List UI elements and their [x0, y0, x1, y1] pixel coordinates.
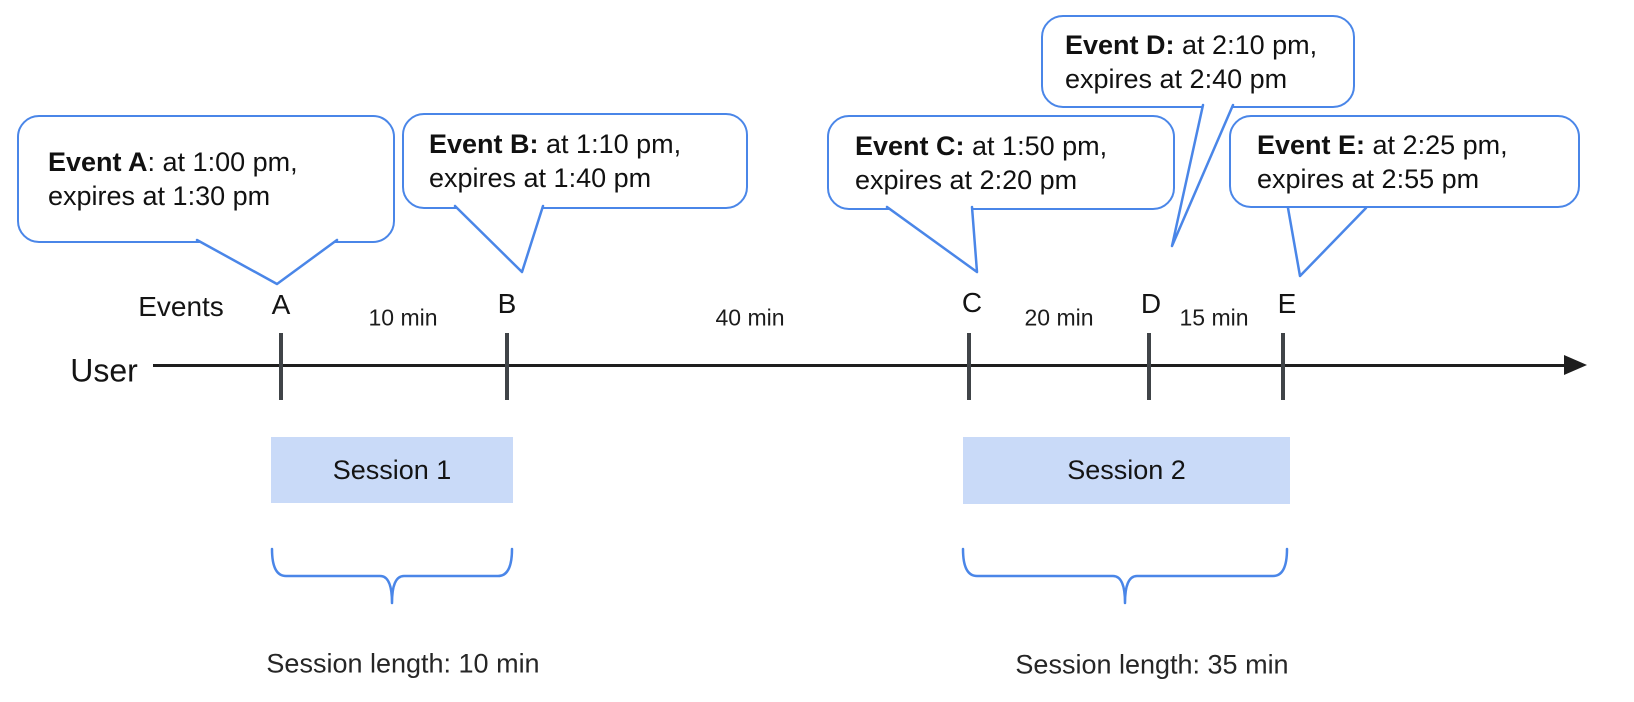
tick-label-a: A [271, 289, 291, 320]
session-1-box: Session 1 [271, 437, 513, 503]
tick-label-b: B [497, 288, 517, 319]
interval-label-a-b: 10 min [368, 304, 438, 331]
callout-event-e-time: at 2:25 pm, [1365, 129, 1508, 160]
callout-event-e-tail [1286, 206, 1368, 278]
callout-event-a: Event A: at 1:00 pm, expires at 1:30 pm [17, 115, 395, 243]
session-2-label: Session 2 [1067, 455, 1186, 485]
callout-event-a-line2: expires at 1:30 pm [48, 181, 271, 211]
callout-event-e: Event E: at 2:25 pm, expires at 2:55 pm [1229, 115, 1580, 208]
callout-event-c-line2: expires at 2:20 pm [855, 164, 1078, 195]
callout-event-d: Event D: at 2:10 pm, expires at 2:40 pm [1041, 15, 1355, 108]
callout-event-a-line1: Event A: at 1:00 pm, [48, 145, 393, 179]
interval-label-d-e: 15 min [1179, 304, 1249, 331]
session-2-brace [961, 547, 1289, 605]
timeline-line [153, 364, 1566, 367]
session-2-box: Session 2 [963, 437, 1290, 504]
timeline-tick-e [1281, 333, 1285, 400]
callout-event-d-line2: expires at 2:40 pm [1065, 63, 1288, 94]
callout-event-b: Event B: at 1:10 pm, expires at 1:40 pm [402, 113, 748, 209]
timeline-tick-c [967, 333, 971, 400]
callout-event-c-title: Event C: [855, 130, 965, 161]
session-1-label: Session 1 [332, 454, 452, 485]
callout-event-a-title: Event A [48, 147, 148, 177]
callout-event-c-time: at 1:50 pm, [964, 130, 1108, 161]
events-label: Events [138, 291, 224, 322]
timeline-arrowhead-icon [1564, 355, 1587, 375]
callout-event-c-line1: Event C: at 1:50 pm, [855, 129, 1173, 163]
callout-event-b-line1: Event B: at 1:10 pm, [429, 127, 746, 161]
callout-event-b-title: Event B: [429, 129, 539, 159]
callout-event-e-line1: Event E: at 2:25 pm, [1257, 128, 1578, 162]
tick-label-c: C [961, 287, 983, 318]
interval-label-b-c: 40 min [715, 304, 785, 331]
callout-event-d-title: Event D: [1065, 29, 1175, 60]
callout-event-a-tail [195, 238, 339, 286]
timeline-tick-d [1147, 333, 1151, 400]
timeline-tick-b [505, 333, 509, 400]
callout-event-a-time: : at 1:00 pm, [147, 147, 298, 177]
callout-event-c-tail [885, 205, 979, 274]
interval-label-c-d: 20 min [1024, 304, 1094, 331]
tick-label-d: D [1140, 288, 1162, 319]
timeline-tick-a [279, 333, 283, 400]
callout-event-e-line2: expires at 2:55 pm [1257, 163, 1480, 194]
callout-event-d-time: at 2:10 pm, [1174, 29, 1318, 60]
user-label: User [70, 352, 138, 389]
callout-event-c: Event C: at 1:50 pm, expires at 2:20 pm [827, 115, 1175, 210]
callout-event-e-title: Event E: [1257, 129, 1366, 160]
session-1-length-label: Session length: 10 min [266, 648, 540, 679]
callout-event-b-tail [453, 204, 545, 274]
session-1-brace [270, 547, 514, 605]
callout-event-d-line1: Event D: at 2:10 pm, [1065, 28, 1353, 62]
callout-event-b-time: at 1:10 pm, [538, 129, 682, 159]
tick-label-e: E [1277, 288, 1297, 319]
session-2-length-label: Session length: 35 min [1015, 649, 1289, 680]
callout-event-d-tail [1170, 103, 1235, 248]
callout-event-b-line2: expires at 1:40 pm [429, 163, 652, 193]
